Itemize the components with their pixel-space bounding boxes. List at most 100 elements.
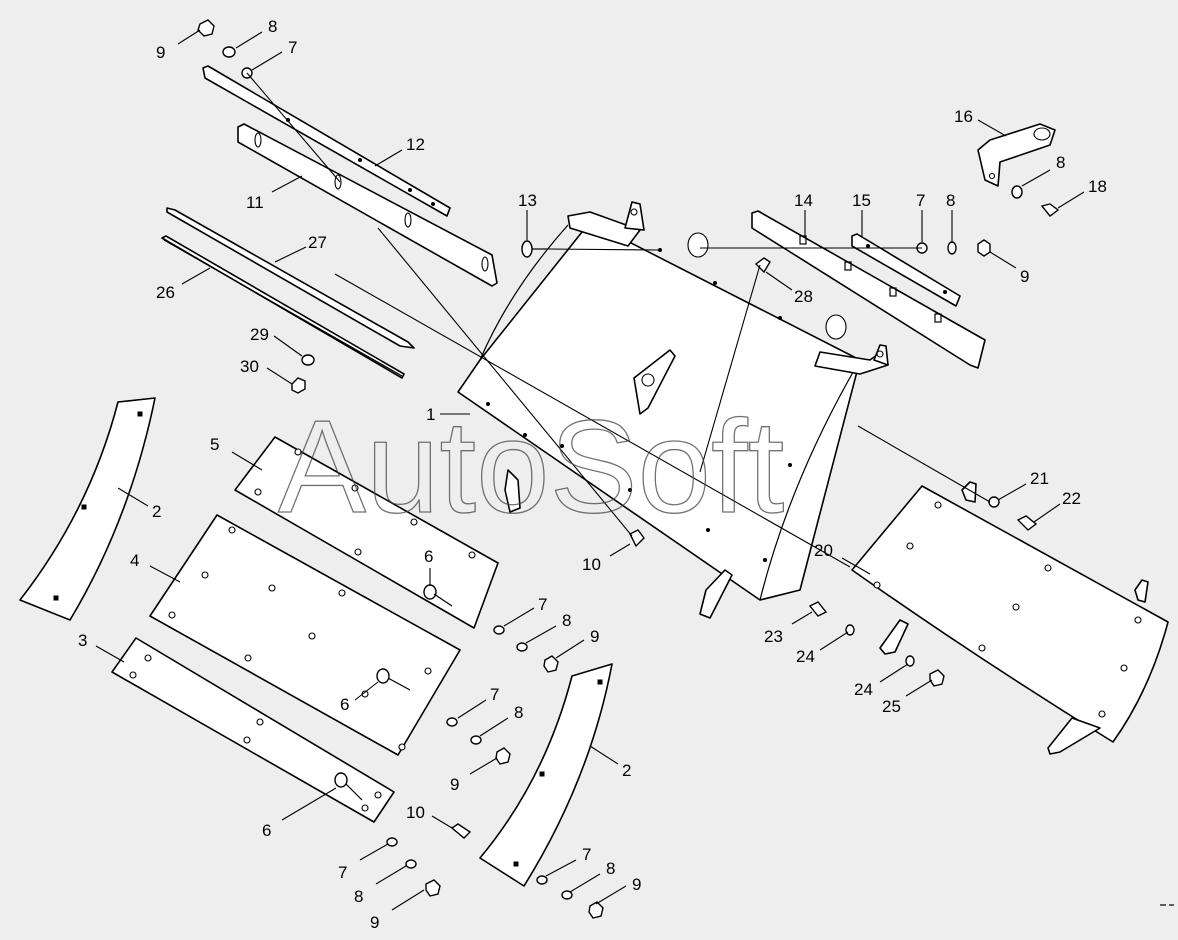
nut-icon	[495, 747, 511, 765]
bolt-icon	[1040, 203, 1060, 217]
callout-7: 29	[250, 325, 303, 357]
callout-34: 7	[338, 843, 389, 882]
callout-label: 8	[606, 859, 615, 878]
bolt-icon	[450, 823, 472, 839]
washer-icon	[947, 241, 957, 255]
callout-23: 6	[424, 547, 433, 585]
callout-label: 27	[308, 233, 327, 252]
callout-10: 28	[765, 271, 813, 306]
callout-27: 10	[582, 543, 631, 574]
part-14-bar	[751, 210, 986, 369]
callout-label: 7	[490, 685, 499, 704]
callout-label: 24	[854, 680, 873, 699]
callout-label: 29	[250, 325, 269, 344]
callout-47: 24	[854, 663, 909, 699]
callout-13: 7	[916, 191, 925, 242]
leader-line	[841, 557, 871, 575]
assembly-lines	[246, 72, 991, 568]
callout-24: 7	[503, 595, 547, 627]
nut-icon	[977, 239, 991, 257]
screw-icon	[754, 257, 771, 274]
leader-line	[555, 639, 585, 659]
callout-label: 7	[538, 595, 547, 614]
callout-38: 2	[589, 745, 631, 780]
callout-22: 4	[130, 551, 181, 583]
callout-label: 11	[246, 193, 264, 212]
part-12-strip	[202, 65, 451, 217]
callout-28: 6	[340, 681, 379, 714]
callout-label: 9	[1020, 267, 1029, 286]
leader-line	[589, 745, 619, 765]
callout-label: 22	[1062, 489, 1081, 508]
part-15-plate	[851, 233, 961, 307]
leader-line	[989, 251, 1017, 269]
callout-label: 9	[590, 627, 599, 646]
callout-label: 9	[632, 875, 641, 894]
callout-label: 14	[794, 191, 813, 210]
callout-14: 8	[946, 191, 955, 242]
leader-line	[503, 607, 535, 627]
leader-line	[273, 335, 303, 357]
leader-line	[479, 717, 509, 737]
callout-label: 2	[152, 502, 161, 521]
callout-3: 12	[374, 135, 425, 167]
callout-11: 14	[794, 191, 813, 238]
callout-17: 8	[1021, 153, 1065, 187]
leader-line	[266, 367, 293, 385]
callout-label: 8	[1056, 153, 1065, 172]
leader-line	[791, 611, 813, 625]
callout-label: 7	[288, 38, 297, 57]
nut-icon	[291, 377, 306, 394]
part-2-right-curved-plate	[479, 663, 613, 887]
callout-label: 6	[262, 821, 271, 840]
callout-16: 16	[954, 107, 1007, 137]
callout-21: 5	[210, 435, 263, 471]
bolt-icon	[521, 240, 533, 258]
callout-label: 8	[268, 17, 277, 36]
bolt-icon	[629, 529, 645, 548]
callout-18: 18	[1057, 177, 1107, 209]
callout-36: 9	[370, 889, 425, 932]
callout-label: 9	[156, 43, 165, 62]
leader-line	[1057, 191, 1085, 209]
part-3-strip	[111, 637, 395, 823]
callout-29: 7	[457, 685, 499, 719]
callout-35: 8	[354, 865, 407, 906]
part-1-housing	[457, 201, 889, 619]
washer-icon	[301, 354, 315, 366]
carriage-bolt-icon	[423, 584, 437, 600]
callout-37: 10	[406, 803, 453, 829]
callout-1: 8	[235, 17, 277, 49]
callout-label: 12	[406, 135, 425, 154]
nut-icon	[929, 669, 945, 687]
callout-0: 9	[156, 29, 201, 62]
callout-label: 8	[354, 887, 363, 906]
leader-line	[545, 859, 577, 877]
callout-label: 6	[340, 695, 349, 714]
leader-line	[595, 885, 627, 905]
leader-line	[391, 889, 425, 911]
callout-label: 28	[794, 287, 813, 306]
callout-42: 21	[997, 469, 1049, 501]
leader-line	[117, 487, 149, 507]
part-26-edge-strip	[161, 235, 405, 379]
leader-line	[879, 663, 909, 683]
callout-44: 20	[814, 541, 871, 575]
part-16-bracket	[977, 123, 1056, 187]
part-20-rear-plate	[851, 481, 1169, 755]
callout-label: 13	[518, 191, 537, 210]
callout-2: 7	[251, 38, 297, 71]
callout-label: 21	[1030, 469, 1049, 488]
part-2-left-curved-plate	[19, 397, 156, 621]
callout-label: 18	[1088, 177, 1107, 196]
callout-label: 3	[78, 631, 87, 650]
part-5-plate	[234, 436, 499, 629]
nut-icon	[197, 19, 215, 37]
callout-12: 15	[852, 191, 871, 238]
carriage-bolt-icon	[334, 772, 348, 788]
callout-label: 10	[406, 803, 425, 822]
leader-line	[235, 31, 263, 49]
leader-line	[251, 51, 283, 71]
callout-15: 9	[989, 251, 1029, 286]
